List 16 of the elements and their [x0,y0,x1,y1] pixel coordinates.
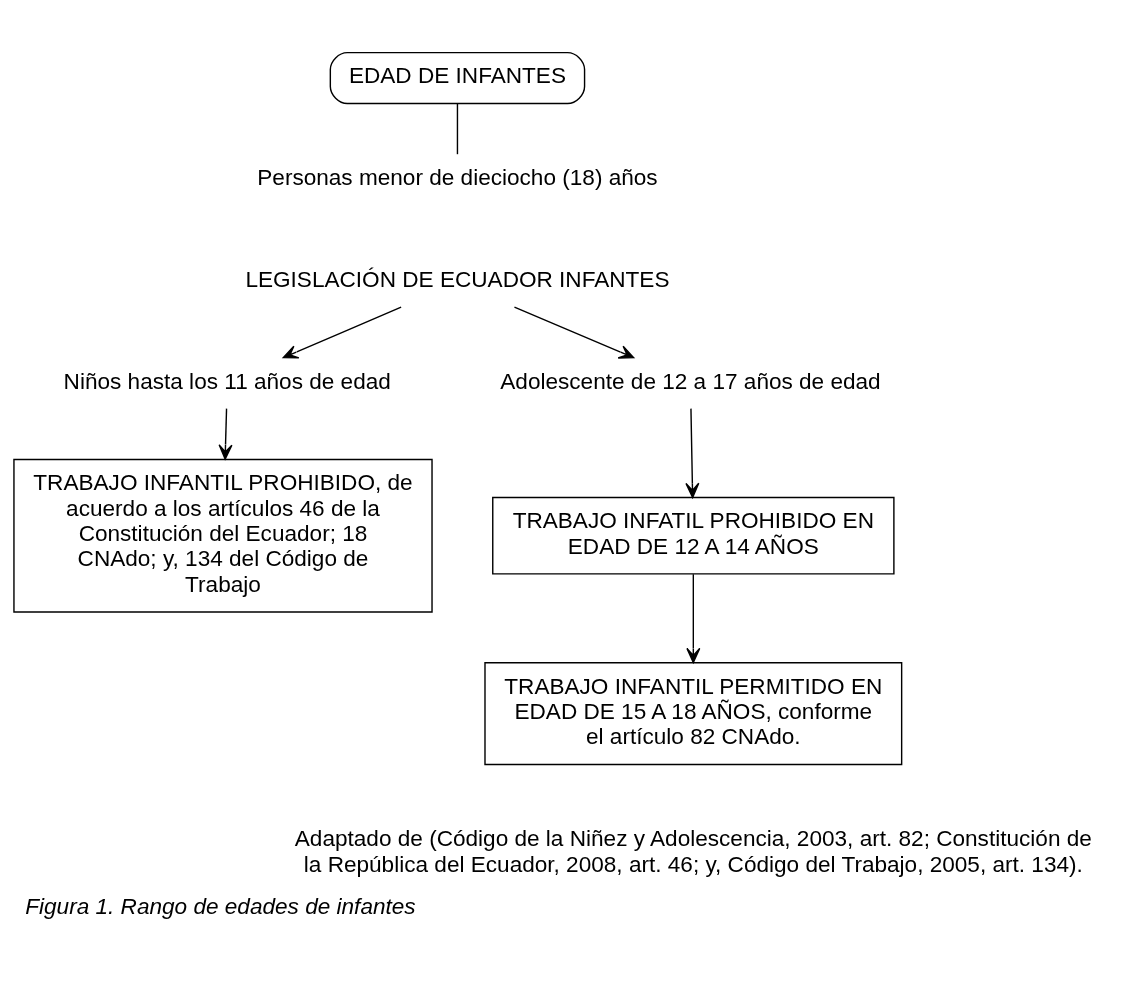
arrow [685,407,700,499]
arrow [686,573,701,664]
node-box: TRABAJO INFATIL PROHIBIDO EN EDAD DE 12 A 14 AÑOS [492,496,895,575]
node-text: LEGISLACIÓN DE ECUADOR INFANTES [245,266,670,292]
label: Adaptado de (Código de la Niñez y Adolescencia, 2003, art. 82; Constitución de la República del Ecuador, 2008, art. 46; y, Código del Trabajo, 2005, art. 134). [294,826,1092,877]
node-box: EDAD DE INFANTES [329,51,586,105]
node-box: TRABAJO INFANTIL PERMITIDO EN EDAD DE 15 A 18 AÑOS, conforme el artículo 82 CNAdo. [484,662,903,766]
node-text: Personas menor de dieciocho (18) años [257,165,658,191]
node-text: Niños hasta los 11 años de edad [63,368,391,394]
node-box: TRABAJO INFANTIL PROHIBIDO, de acuerdo a los artículos 46 de la Constitución del Ecuador; 18 CNAdo; y, 134 del Código de Trabajo [13,458,433,613]
arrow [282,306,402,359]
connector [456,103,459,155]
node-text: Adolescente de 12 a 17 años de edad [500,368,881,394]
arrow [513,306,635,359]
caption: Figura 1. Rango de edades de infantes [25,893,416,919]
arrow [218,407,233,460]
